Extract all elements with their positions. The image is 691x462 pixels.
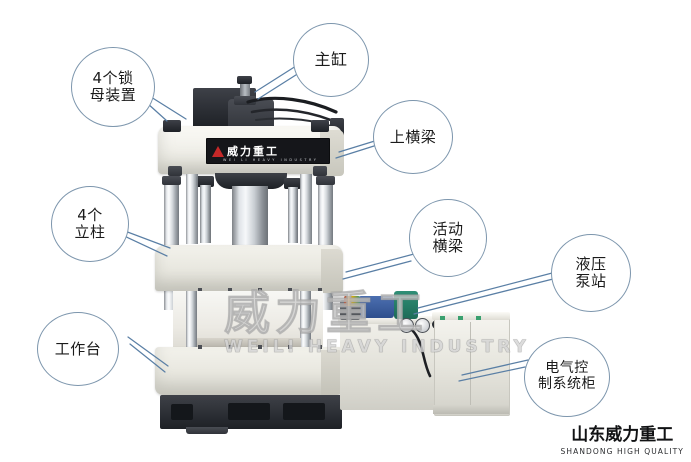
cabinet-base-plinth — [433, 405, 509, 414]
aux-cylinder-rod-right — [288, 187, 298, 243]
callout-hydraulic-pump[interactable]: 液压 泵站 — [551, 234, 631, 312]
ram-piston — [232, 186, 268, 248]
ram-flange — [215, 173, 287, 189]
moving-crossbeam — [155, 245, 343, 291]
lock-nut-collar-left — [168, 166, 182, 176]
callout-moving-beam-label: 活动 横梁 — [432, 220, 464, 255]
callout-worktable-label: 工作台 — [54, 339, 102, 358]
cabinet-door-seam — [470, 322, 471, 410]
press-die-plate — [197, 338, 301, 347]
moving-beam-bolt-row — [172, 288, 322, 292]
pump-manifold-colored — [344, 296, 360, 306]
red-triangle-icon — [212, 145, 224, 157]
pressure-gauge-right — [415, 318, 430, 333]
callout-columns[interactable]: 4个 立柱 — [51, 186, 129, 262]
base-foot — [186, 427, 228, 434]
cylinder-collar — [234, 96, 256, 105]
aux-cylinder-head-left — [196, 176, 214, 187]
column-back-left — [186, 174, 198, 244]
callout-lock-nut[interactable]: 4个锁 母装置 — [71, 47, 155, 127]
callout-hydraulic-pump-label: 液压 泵站 — [575, 255, 607, 290]
base-cutout-center — [228, 403, 270, 420]
inner-column-right — [300, 291, 311, 351]
aux-cylinder-rod-left — [200, 185, 211, 243]
callout-control-cabinet-label: 电气控 制系统柜 — [538, 360, 596, 392]
base-cutout-left — [171, 404, 193, 420]
callout-worktable[interactable]: 工作台 — [37, 312, 119, 386]
callout-lock-nut-label: 4个锁 母装置 — [89, 69, 137, 104]
callout-main-cylinder[interactable]: 主缸 — [293, 23, 369, 97]
column-back-right — [300, 174, 312, 244]
callout-upper-beam-label: 上横梁 — [389, 127, 437, 146]
aux-cylinder-head-right — [284, 178, 301, 189]
worktable — [155, 347, 343, 395]
pump-station-top-deck — [338, 316, 452, 324]
corner-brand-logo: 山东威力重工 SHANDONG HIGH QUALITY — [560, 425, 685, 457]
nameplate-english: WEI LI HEAVY INDUSTRY — [223, 158, 319, 162]
callout-upper-beam[interactable]: 上横梁 — [373, 100, 453, 174]
cylinder-cap — [237, 76, 252, 84]
callout-moving-beam[interactable]: 活动 横梁 — [409, 199, 487, 277]
callout-control-cabinet[interactable]: 电气控 制系统柜 — [524, 337, 610, 417]
pump-station-tank — [340, 322, 450, 410]
pump-housing-green — [394, 291, 418, 319]
moving-crossbeam-right-face — [321, 249, 343, 293]
base-cutout-right — [283, 403, 325, 420]
worktable-right-face — [321, 350, 343, 395]
machine-nameplate: 威力重工 WEI LI HEAVY INDUSTRY — [206, 138, 330, 164]
brand-english: SHANDONG HIGH QUALITY — [560, 447, 684, 456]
callout-columns-label: 4个 立柱 — [74, 206, 106, 241]
column-collar-right — [316, 176, 335, 185]
cylinder-rod — [240, 82, 250, 102]
pump-motor-blue — [358, 296, 394, 318]
cabinet-indicator-lights — [440, 316, 494, 320]
pressure-gauge-left — [399, 318, 414, 333]
lock-nut-device-left — [163, 120, 181, 132]
inner-column-left — [186, 291, 197, 351]
lock-nut-collar-right — [313, 166, 327, 176]
callout-main-cylinder-label: 主缸 — [314, 50, 348, 70]
pump-hose — [410, 328, 432, 378]
control-cabinet — [434, 318, 510, 416]
worktable-bolt-row — [172, 345, 322, 349]
brand-chinese: 山东威力重工 — [571, 425, 674, 445]
nameplate-chinese: 威力重工 — [227, 144, 279, 158]
lock-nut-device-right — [311, 120, 329, 132]
column-collar-left — [162, 176, 181, 185]
